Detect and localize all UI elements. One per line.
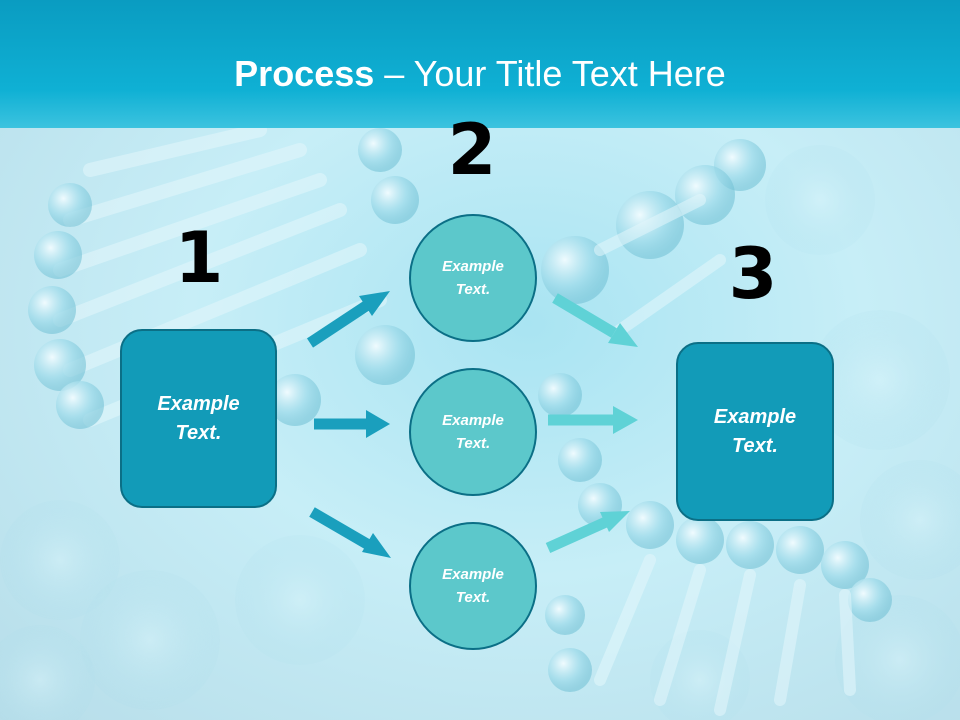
arrow-to-bottom-circle [309, 507, 391, 558]
step-number-3: 3 [728, 233, 778, 315]
step-number-1: 1 [174, 217, 224, 299]
title-rest: – Your Title Text Here [374, 53, 726, 94]
step-number-2: 2 [447, 109, 497, 191]
step-3-box: Example Text. [676, 342, 834, 521]
arrow-from-bottom-circle [545, 511, 630, 554]
arrow-to-middle-circle [314, 410, 390, 438]
title-bold-part: Process [234, 53, 375, 94]
step-1-label: Example Text. [157, 392, 240, 444]
step-2-circle-top: Example Text. [409, 214, 537, 342]
title-bar: Process – Your Title Text Here [0, 0, 960, 128]
slide-title: Process – Your Title Text Here [0, 52, 960, 96]
step-2-circle-middle: Example Text. [409, 368, 537, 496]
step-3-label: Example Text. [713, 405, 797, 457]
arrow-from-top-circle [552, 293, 638, 347]
arrow-to-top-circle [306, 291, 390, 348]
circle-middle-label: Example Text. [442, 412, 504, 452]
circle-top-label: Example Text. [442, 258, 504, 298]
circle-bottom-label: Example Text. [442, 566, 504, 606]
arrow-from-middle-circle [548, 406, 638, 434]
step-1-box: Example Text. [120, 329, 277, 508]
step-2-circle-bottom: Example Text. [409, 522, 537, 650]
